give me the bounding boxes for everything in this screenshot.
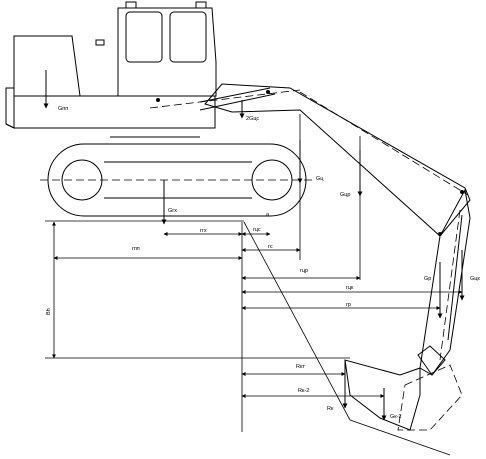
cab-roof-lamp [195, 1, 207, 9]
label-g-bucket-cyl: Gр [424, 276, 431, 282]
boom-axis [299, 91, 469, 196]
bucket-link [417, 345, 446, 376]
label-dim-rpp: rпп [132, 246, 140, 252]
label-g-stick-cyl: Gц [316, 176, 324, 182]
boom [204, 83, 471, 237]
label-dim-rgc: rцс [253, 227, 261, 233]
label-dim-rcp: rцр [300, 268, 308, 274]
exhaust-cap [95, 39, 105, 46]
label-dim-rp: rр [346, 302, 351, 308]
label-g-boom: Gцр [340, 192, 351, 198]
label-dim-rk: Rк [327, 406, 334, 412]
bucket-alt-position [397, 364, 463, 431]
upper-structure-axis [149, 89, 301, 109]
pin-stick [460, 190, 464, 194]
track-frame [47, 143, 307, 217]
label-dim-rgr: rцк [346, 285, 354, 291]
bucket [344, 359, 421, 431]
cab-window-left [125, 11, 163, 63]
label-g-bucket-link: Gцк [470, 276, 480, 282]
pin-bucket [438, 232, 442, 236]
counterweight-rear [5, 87, 15, 129]
cab [117, 7, 217, 97]
label-dim-rc: rс [268, 244, 273, 250]
digging-trajectory-lower [349, 419, 451, 456]
label-dim-bh: Вh [46, 308, 52, 315]
pin-boom-base [156, 98, 160, 102]
label-dim-rkr: Rкт [296, 364, 305, 370]
boom-cylinder-rod [199, 87, 271, 103]
label-pt-a: а [266, 212, 270, 218]
boom-cylinder [199, 93, 276, 111]
label-dim-rk2: Rк-2 [298, 388, 309, 394]
label-g-track: Gгх [168, 208, 177, 214]
stick-axis [439, 209, 461, 361]
digging-trajectory [243, 221, 351, 421]
label-dim-rx: rгх [200, 228, 207, 234]
upper-deck [5, 95, 216, 129]
cab-roof-lamp [125, 1, 137, 9]
stick-cylinder [447, 214, 463, 341]
cab-window-right [169, 11, 207, 63]
label-g-bucket-soil: Gк-2 [390, 414, 402, 420]
engine-housing [13, 35, 81, 97]
pin-boom-cyl [266, 90, 270, 94]
label-g-boom-cyl: 2Gцс [246, 116, 259, 122]
label-g-machine: Gпп [58, 106, 68, 112]
